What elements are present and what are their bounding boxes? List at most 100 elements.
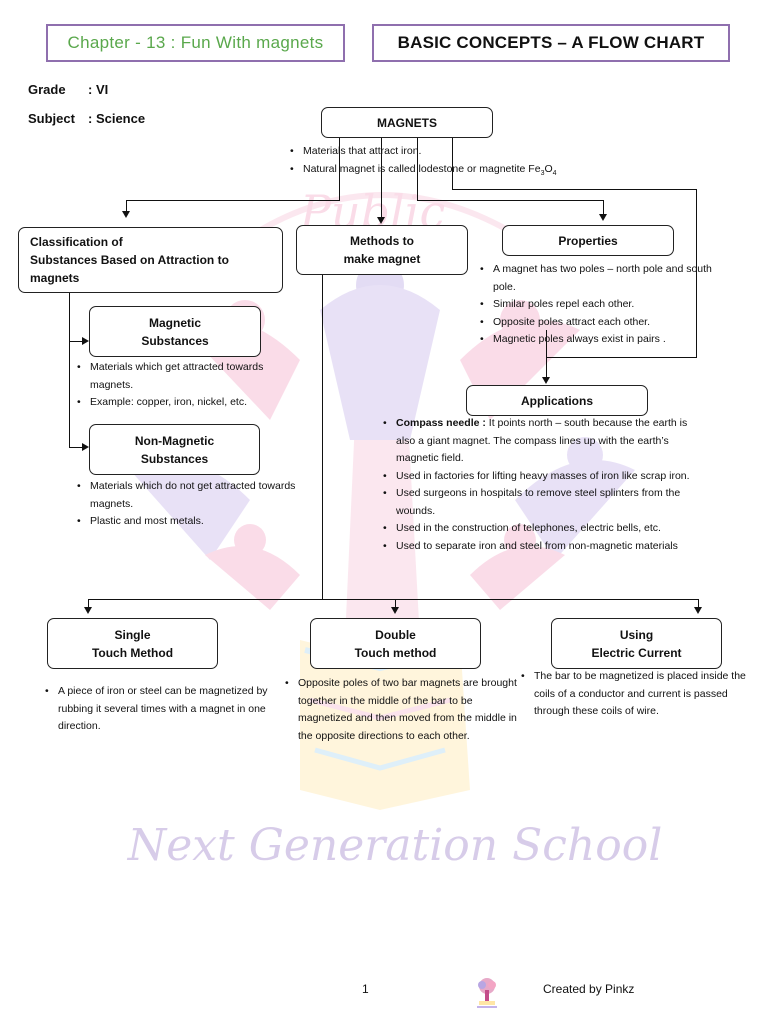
label-line: Substances	[140, 451, 209, 466]
label-line: Electric Current	[591, 645, 682, 660]
arrow-head	[82, 443, 89, 451]
connector	[698, 599, 699, 608]
chapter-title: Chapter - 13 : Fun With magnets	[67, 33, 324, 52]
created-by: Created by Pinkz	[543, 982, 635, 996]
node-single-touch: Single Touch Method	[47, 618, 218, 669]
list-item: Example: copper, iron, nickel, etc.	[77, 394, 302, 412]
magnets-bullets: Materials that attract iron. Natural mag…	[290, 143, 620, 182]
label-line: Touch method	[354, 645, 437, 660]
node-methods-label: Methods to make magnet	[344, 232, 421, 268]
connector	[69, 292, 70, 448]
arrow-head	[84, 607, 92, 614]
list-item: Used in the construction of telephones, …	[383, 520, 705, 538]
connector	[126, 200, 127, 212]
connector	[126, 200, 340, 201]
subject-row: Subject: Science	[28, 111, 145, 126]
flow-chart-title-box: BASIC CONCEPTS – A FLOW CHART	[372, 24, 730, 62]
flow-chart-title: BASIC CONCEPTS – A FLOW CHART	[397, 33, 705, 52]
label-line: magnets	[30, 271, 80, 285]
connector	[395, 599, 396, 608]
node-magnetic-label: Magnetic Substances	[141, 314, 208, 350]
label-line: Magnetic	[148, 315, 201, 330]
connector	[69, 447, 83, 448]
label-line: Non-Magnetic	[134, 433, 215, 448]
label-line: Single	[114, 627, 151, 642]
node-classification-label: Classification of Substances Based on At…	[30, 233, 229, 287]
formula-oxygen: O	[544, 162, 553, 175]
list-item: Used surgeons in hospitals to remove ste…	[383, 485, 705, 520]
grade-label: Grade	[28, 82, 66, 97]
watermark-school-name: Next Generation School	[127, 820, 663, 871]
list-item: A magnet has two poles – north pole and …	[480, 261, 715, 296]
list-item: The bar to be magnetized is placed insid…	[521, 668, 761, 721]
properties-bullets: A magnet has two poles – north pole and …	[480, 261, 715, 349]
connector	[88, 599, 699, 600]
node-classification: Classification of Substances Based on At…	[18, 227, 283, 293]
arrow-head	[82, 337, 89, 345]
non-magnetic-bullets: Materials which do not get attracted tow…	[77, 478, 302, 531]
formula-subscript: 3	[540, 169, 545, 177]
list-item: Used to separate iron and steel from non…	[383, 538, 705, 556]
node-non-magnetic-substances: Non-Magnetic Substances	[89, 424, 260, 475]
compass-needle-text: It points north – south because the eart…	[396, 417, 688, 464]
node-electric-current-label: Using Electric Current	[591, 626, 681, 662]
school-logo-small	[477, 978, 497, 1008]
electric-current-bullets: The bar to be magnetized is placed insid…	[521, 668, 761, 721]
node-properties-label: Properties	[558, 233, 618, 248]
list-item: Compass needle : It points north – south…	[383, 415, 705, 468]
grade-row: Grade : VI	[28, 82, 108, 97]
list-item: Materials which get attracted towards ma…	[77, 359, 302, 394]
connector	[69, 341, 83, 342]
node-double-touch: Double Touch method	[310, 618, 481, 669]
page-number: 1	[362, 982, 369, 996]
list-item: Plastic and most metals.	[77, 513, 302, 531]
node-non-magnetic-label: Non-Magnetic Substances	[135, 432, 214, 468]
magnetic-bullets: Materials which get attracted towards ma…	[77, 359, 302, 412]
list-item: Magnetic poles always exist in pairs .	[480, 331, 715, 349]
formula-subscript: 4	[552, 169, 557, 177]
arrow-head	[391, 607, 399, 614]
node-electric-current: Using Electric Current	[551, 618, 722, 669]
arrow-head	[542, 377, 550, 384]
list-item: Similar poles repel each other.	[480, 296, 715, 314]
list-item: Materials which do not get attracted tow…	[77, 478, 302, 513]
applications-bullets: Compass needle : It points north – south…	[383, 415, 705, 555]
double-touch-bullets: Opposite poles of two bar magnets are br…	[285, 675, 520, 745]
compass-needle-label: Compass needle :	[396, 417, 486, 429]
connector	[546, 357, 697, 358]
node-applications: Applications	[466, 385, 648, 416]
list-item: Used in factories for lifting heavy mass…	[383, 468, 705, 486]
connector	[88, 599, 89, 608]
node-methods: Methods to make magnet	[296, 225, 468, 275]
arrow-head	[694, 607, 702, 614]
list-item: A piece of iron or steel can be magnetiz…	[45, 683, 285, 736]
label-line: Methods to	[349, 234, 414, 248]
label-line: Substances Based on Attraction to	[30, 253, 229, 267]
list-item: Natural magnet is called lodestone or ma…	[290, 161, 620, 183]
arrow-head	[122, 211, 130, 218]
label-line: Using	[619, 627, 654, 642]
node-magnets-label: MAGNETS	[377, 115, 437, 130]
arrow-head	[377, 217, 385, 224]
list-item: Materials that attract iron.	[290, 143, 620, 161]
node-magnetic-substances: Magnetic Substances	[89, 306, 261, 357]
connector	[603, 200, 604, 215]
label-line: Substances	[141, 333, 209, 348]
node-properties: Properties	[502, 225, 674, 256]
list-item: Opposite poles attract each other.	[480, 314, 715, 332]
connector	[417, 200, 604, 201]
label-line: Touch Method	[91, 645, 174, 660]
magnetite-text: Natural magnet is called lodestone or ma…	[303, 162, 541, 175]
connector	[452, 189, 697, 190]
grade-value: : VI	[88, 82, 109, 97]
single-touch-bullets: A piece of iron or steel can be magnetiz…	[45, 683, 285, 736]
label-line: Classification of	[30, 235, 123, 249]
arrow-head	[599, 214, 607, 221]
connector	[322, 275, 323, 599]
subject-value: : Science	[88, 111, 146, 126]
label-line: make magnet	[343, 252, 421, 266]
node-magnets: MAGNETS	[321, 107, 493, 138]
list-item: Opposite poles of two bar magnets are br…	[285, 675, 520, 745]
chapter-title-box: Chapter - 13 : Fun With magnets	[46, 24, 345, 62]
node-single-touch-label: Single Touch Method	[92, 626, 173, 662]
